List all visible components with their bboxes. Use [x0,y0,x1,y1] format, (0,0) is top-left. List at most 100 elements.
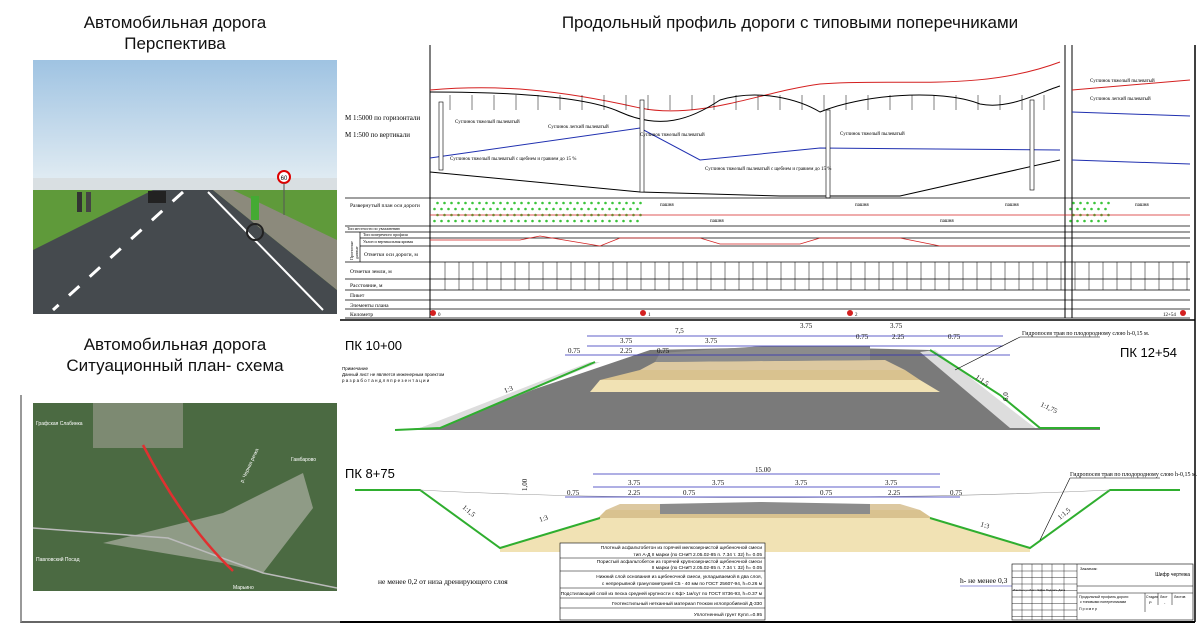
vegetation-dot [622,219,625,223]
dimension: 1,00 [521,478,529,491]
plan-title: Автомобильная дорога Ситуационный план- … [40,334,310,376]
map-label: Гамбарово [291,457,316,463]
horizon-buildings [33,178,337,192]
sheets-header: Листов [1174,595,1186,599]
vegetation-dot [545,207,548,211]
vegetation-dot [482,207,485,211]
legend-text: с непрерывной гранулометрией С5 - 40 мм … [602,580,762,587]
village [93,403,183,448]
vegetation-dot [1107,201,1110,205]
vegetation-dot [1083,219,1086,223]
borehole [639,99,645,193]
vegetation-dot [1097,219,1100,223]
vegetation-dot [531,219,534,223]
vegetation-dot [1079,201,1082,205]
dimension: 3.75 [795,479,808,487]
sky [33,60,337,185]
vegetation-dot [1072,201,1075,205]
legend-text: II марки (по СНиП 2.05.02-85 п. 7.34 т. … [652,565,763,571]
vegetation-dot [485,201,488,205]
row-label: Уклон и вертикальная кривая [363,239,413,244]
pedestrian [77,192,82,212]
row-label: Элементы плана [350,303,389,309]
vegetation-dot [475,207,478,211]
vegetation-dot [1083,207,1086,211]
vegetation-dot [597,201,600,205]
row-label: Развернутый план оси дороги [350,202,420,209]
legend-text: Уплотненный грунт Купл.=0.95 [694,611,762,618]
vegetation-dot [1104,219,1107,223]
vegetation-dot [489,219,492,223]
vegetation-dot [611,201,614,205]
vegetation-dot [625,201,628,205]
vegetation-dot [1097,207,1100,211]
dimension: 2.25 [892,333,905,341]
speed-sign-text: 60 [281,176,288,182]
dimension: 0.75 [683,489,696,497]
cyclist [251,196,259,220]
soil-label: Суглинок тяжелый пылеватый с щебнем и гр… [705,167,831,172]
title-line: Ситуационный план- схема [66,356,284,375]
existing-road [33,527,337,589]
vegetation-dot [513,201,516,205]
vegetation-dot [580,219,583,223]
dimension: 2.25 [628,489,641,497]
vegetation-dot [534,201,537,205]
vegetation-dot [1100,201,1103,205]
ground-line [429,85,1061,122]
vegetation-dot [443,201,446,205]
vegetation-dot [569,201,572,205]
perspective-title: Автомобильная дорога Перспектива [40,12,310,54]
borehole [825,109,831,199]
map-frame [20,395,340,623]
vegetation-dot [468,219,471,223]
note-heading: Примечание [342,366,369,371]
vegetation-dot [447,207,450,211]
vegetation-dot [489,207,492,211]
vegetation-dot [436,201,439,205]
drawing-name: Продольный профиль дороги с типовыми поп… [1079,595,1128,604]
longitudinal-profile: М 1:5000 по горизонтали М 1:500 по верти… [345,45,1191,319]
vegetation-dot [1076,207,1079,211]
vegetation-dot [510,219,513,223]
vegetation-dot [1093,201,1096,205]
drawing-sample: П р и м е р [1079,607,1097,611]
slope-label: 1:3 [503,384,515,395]
vegetation-dot [587,219,590,223]
vegetation-dot [629,219,632,223]
vegetation-dot [1090,219,1093,223]
plan-label: пашня [1135,203,1149,208]
title-line: Перспектива [124,34,226,53]
map-label: Графская Слабинка [36,421,83,427]
vegetation-dot [562,201,565,205]
legend-text: тип А-Д II марки (по СНиП 2.05.02-85 п. … [634,552,763,558]
vegetation-dot [433,207,436,211]
drain-note: не менее 0,2 от низа дренирующего слоя [378,577,508,586]
vegetation-dot [503,207,506,211]
note-text: р а з р а б о т а н д л я п р е з е н т … [342,378,430,383]
dimension: 0.75 [948,333,961,341]
vegetation-dot [552,207,555,211]
vegetation-dot [457,201,460,205]
revision-columns: Изм Кол.уч Лист №Док Подпись Дата [1013,588,1065,592]
vegetation-dot [517,219,520,223]
dimension: 2.25 [888,489,901,497]
vegetation-dot [601,219,604,223]
dimension: 3.75 [800,322,813,330]
row-label: Отметки оси дороги, м [364,252,418,258]
layers-legend: Плотный асфальтобетон из горячей мелкозе… [559,542,766,621]
dimension: 0.75 [856,333,869,341]
vegetation-dot [464,201,467,205]
soil-label: Суглинок легкий пылеватый [1090,97,1151,102]
vegetation-dot [590,201,593,205]
dimension: 0.75 [567,489,580,497]
vegetation-dot [503,219,506,223]
row-label: Тип местности по увлажнению [347,226,400,231]
vegetation-dot [1104,207,1107,211]
dimension: 6,0 [1002,392,1010,401]
vegetation-dot [506,201,509,205]
vegetation-dot [541,201,544,205]
vegetation-dot [482,219,485,223]
vegetation-dot [548,201,551,205]
title-block: Заказчик: Шифр чертежа Изм Кол.уч Лист №… [1011,563,1194,621]
